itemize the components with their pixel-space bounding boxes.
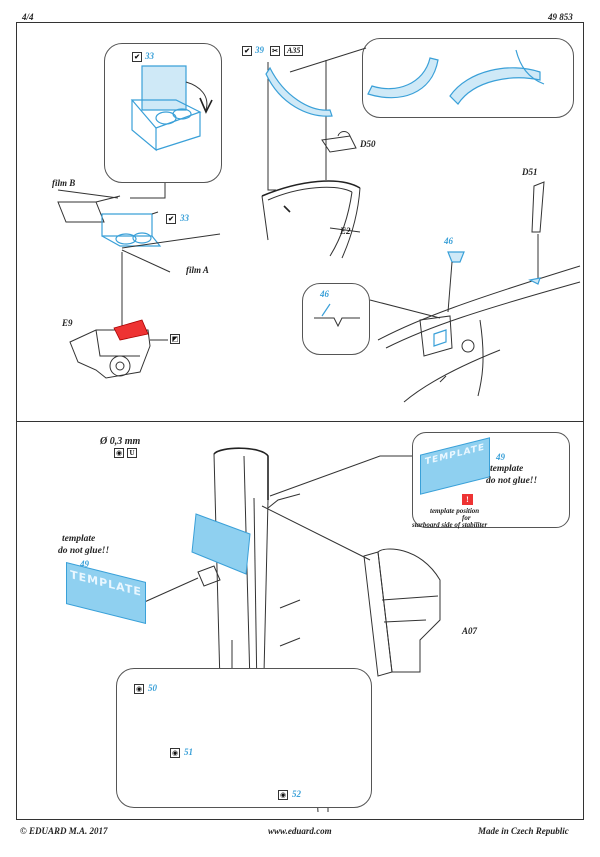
callout-small-parts <box>116 668 372 808</box>
bend-icon: ✔ <box>132 52 142 62</box>
copyright: © EDUARD M.A. 2017 <box>20 826 108 836</box>
diameter-label: Ø 0,3 mm <box>100 436 141 447</box>
part-e9-label: E9 <box>62 318 73 328</box>
origin: Made in Czech Republic <box>478 826 569 836</box>
part-51-label: 51 <box>184 747 193 757</box>
rear-fuselage-drawing <box>377 265 581 403</box>
drill-icon: ◉ <box>170 748 180 758</box>
part-49-right-label: 49 <box>496 452 505 462</box>
drill-icon: ◉ <box>278 790 288 800</box>
e9-drawing <box>69 319 168 379</box>
rudder-a07-drawing <box>363 548 441 677</box>
part-a07-label: A07 <box>462 626 478 636</box>
part-33-top: 33 <box>145 51 154 61</box>
remove-icon: ✂ <box>270 46 280 56</box>
fuselage-e2-drawing <box>261 180 361 259</box>
part-52-label: 52 <box>292 789 301 799</box>
ref-a35-label: A35 <box>284 45 304 56</box>
warning-icon: ! <box>462 494 473 505</box>
part-50-label: 50 <box>148 683 157 693</box>
template-left-label: template <box>62 534 96 544</box>
part-46-label: 46 <box>444 236 453 246</box>
part-49-left-label: 49 <box>80 559 89 569</box>
glue-icon: ◩ <box>170 334 180 344</box>
bend-icon: ✔ <box>166 214 176 224</box>
position-note-2: for <box>462 514 471 522</box>
position-note-1: template position <box>430 507 480 515</box>
kit-number: 49 853 <box>548 12 573 22</box>
drill-icon: ◉ <box>134 684 144 694</box>
film-b-label: film B <box>52 178 76 188</box>
film-a-label: film A <box>186 265 209 275</box>
do-not-glue-left-label: do not glue!! <box>58 546 110 556</box>
drill-icon: ◉ <box>114 448 124 458</box>
part-39-label: 39 <box>255 45 264 55</box>
part-d51-label: D51 <box>522 167 538 177</box>
film-b-drawing <box>57 189 121 223</box>
website: www.eduard.com <box>268 826 332 836</box>
position-note-3: starboard side of stabiliter <box>412 521 488 529</box>
part-d50-label: D50 <box>360 139 376 149</box>
part-46-detail-label: 46 <box>320 289 329 299</box>
callout-part-46-detail <box>302 283 370 355</box>
template-right-label: template <box>490 464 524 474</box>
section-divider <box>16 421 584 422</box>
part-e2-label: E2 <box>340 226 351 236</box>
seat-film-drawing <box>101 211 221 273</box>
bend-u-icon: U <box>127 448 137 458</box>
page-number: 4/4 <box>22 12 34 22</box>
bend-icon: ✔ <box>242 46 252 56</box>
seat-detail-drawing <box>130 65 213 152</box>
part-33-bottom: 33 <box>180 213 189 223</box>
do-not-glue-right-label: do not glue!! <box>486 476 538 486</box>
